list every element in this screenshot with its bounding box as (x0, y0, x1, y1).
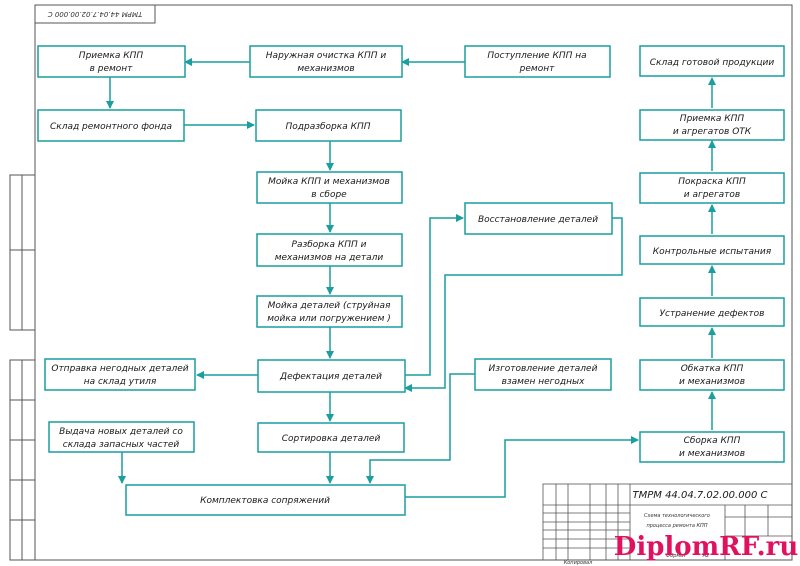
box-assembly: Сборка КПП и механизмов (639, 431, 785, 463)
box-running-in-line2: и механизмов (679, 377, 745, 387)
box-unusable-dispatch-line1: Отправка негодных деталей (51, 364, 188, 374)
box-receipt-line1: Поступление КПП на (487, 51, 586, 61)
box-running-in: Обкатка КПП и механизмов (639, 359, 785, 391)
box-cleaning: Наружная очистка КПП и механизмов (249, 45, 403, 78)
box-manufacturing: Изготовление деталей взамен негодных (474, 358, 612, 391)
box-new-parts-line1: Выдача новых деталей со (59, 427, 183, 437)
box-assembly-line2: и механизмов (679, 449, 745, 459)
box-otk-acceptance: Приемка КПП и агрегатов ОТК (639, 109, 785, 141)
format-label: Формат (666, 553, 687, 559)
box-otk-acceptance-line2: и агрегатов ОТК (673, 127, 752, 137)
box-unusable-dispatch: Отправка негодных деталей на склад утиля (44, 358, 196, 391)
box-washing-assembled-line1: Мойка КПП и механизмов (268, 177, 390, 187)
box-defect-detection: Дефектация деталей (257, 359, 406, 393)
box-repair-stock: Склад ремонтного фонда (37, 109, 185, 142)
boxes: Поступление КПП на ремонт Наружная очист… (37, 45, 785, 516)
box-defect-elimination-line1: Устранение дефектов (660, 309, 765, 319)
box-new-parts: Выдача новых деталей со склада запасных … (48, 421, 195, 453)
title-block (542, 483, 793, 561)
box-restoration: Восстановление деталей (464, 202, 613, 235)
box-manufacturing-line2: взамен негодных (502, 377, 586, 387)
box-repair-stock-line1: Склад ремонтного фонда (50, 122, 172, 132)
connectors (106, 58, 716, 498)
box-defect-elimination: Устранение дефектов (639, 297, 785, 327)
box-assembly-line1: Сборка КПП (684, 436, 741, 446)
box-control-tests: Контрольные испытания (639, 235, 785, 265)
box-predisassembly-line1: Подразборка КПП (285, 122, 370, 132)
box-predisassembly: Подразборка КПП (255, 109, 402, 142)
title-line2: процесса ремонта КПП (646, 523, 707, 529)
box-disassembly-line1: Разборка КПП и (292, 240, 367, 250)
box-acceptance-line1: Приемка КПП (79, 51, 144, 61)
box-restoration-line1: Восстановление деталей (478, 215, 598, 225)
copied-label: Копировал (564, 560, 593, 566)
box-defect-detection-line1: Дефектация деталей (279, 372, 382, 382)
box-kitting: Комплектовка сопряжений (125, 484, 406, 516)
box-disassembly: Разборка КПП и механизмов на детали (256, 233, 403, 267)
watermark-logo: DiplomRF.ru (614, 532, 799, 562)
box-washing-assembled-line2: в сборе (311, 190, 347, 200)
box-control-tests-line1: Контрольные испытания (653, 247, 772, 257)
box-receipt: Поступление КПП на ремонт (464, 45, 611, 78)
box-sorting-line1: Сортировка деталей (282, 434, 381, 444)
box-unusable-dispatch-line2: на склад утиля (84, 377, 157, 387)
box-washing-assembled: Мойка КПП и механизмов в сборе (256, 171, 403, 204)
box-otk-acceptance-line1: Приемка КПП (680, 114, 745, 124)
box-washing-parts-line2: мойка или погружением ) (267, 314, 391, 324)
title-line1: Схема технологического (644, 513, 710, 519)
box-finished-stock: Склад готовой продукции (639, 45, 785, 77)
box-painting-line2: и агрегатов (684, 190, 741, 200)
box-disassembly-line2: механизмов на детали (275, 253, 384, 263)
box-kitting-line1: Комплектовка сопряжений (200, 496, 330, 506)
rotated-code-box: ТМРМ 44.04.7.02.00.000 С (34, 4, 156, 24)
drawing-code: ТМРМ 44.04.7.02.00.000 С (633, 490, 768, 501)
box-acceptance: Приемка КПП в ремонт (37, 45, 186, 78)
box-cleaning-line2: механизмов (297, 64, 354, 74)
rotated-code: ТМРМ 44.04.7.02.00.000 С (48, 10, 143, 18)
box-acceptance-line2: в ремонт (90, 64, 134, 74)
box-new-parts-line2: склада запасных частей (63, 440, 180, 450)
box-washing-parts-line1: Мойка деталей (струйная (268, 301, 391, 311)
box-painting: Покраска КПП и агрегатов (639, 172, 785, 204)
box-washing-parts: Мойка деталей (струйная мойка или погруж… (256, 295, 403, 328)
box-manufacturing-line1: Изготовление деталей (489, 364, 598, 374)
box-finished-stock-line1: Склад готовой продукции (650, 58, 775, 68)
format-value: А2 (702, 553, 710, 559)
box-receipt-line2: ремонт (519, 64, 555, 74)
box-cleaning-line1: Наружная очистка КПП и (266, 51, 387, 61)
box-running-in-line1: Обкатка КПП (681, 364, 744, 374)
box-painting-line1: Покраска КПП (678, 177, 746, 187)
drawing-frame (9, 4, 793, 561)
box-sorting: Сортировка деталей (257, 422, 405, 453)
